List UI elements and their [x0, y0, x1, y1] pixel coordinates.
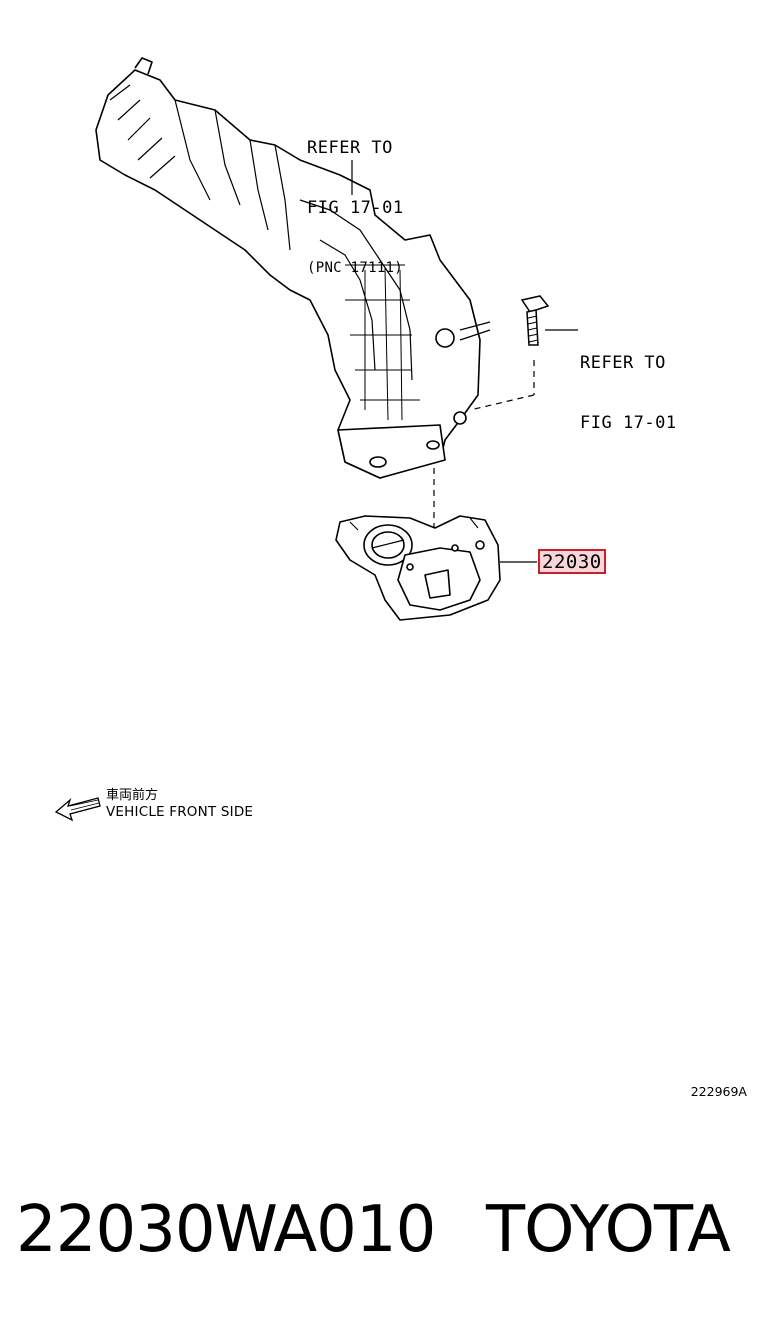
footer-part-number: 22030WA010: [16, 1193, 436, 1267]
refer-callout-pnc: (PNC 17111): [307, 260, 404, 276]
front-arrow-icon: [54, 797, 101, 822]
illustration-id: 222969A: [690, 1084, 747, 1099]
refer-callout-line1: REFER TO: [307, 138, 393, 158]
intake-manifold-drawing: [95, 57, 491, 479]
bolt-drawing: [520, 295, 550, 346]
throttle-body-drawing: [335, 515, 501, 621]
refer-callout-manifold: REFER TO FIG 17-01 (PNC 17111): [307, 98, 404, 298]
footer-brand: TOYOTA: [486, 1193, 731, 1267]
refer-callout-line2: FIG 17-01: [307, 198, 404, 218]
vehicle-front-english: VEHICLE FRONT SIDE: [106, 804, 254, 820]
refer-callout-bolt: REFER TO FIG 17-01: [580, 313, 677, 453]
vehicle-front-japanese: 車両前方: [106, 788, 159, 803]
refer-callout-bolt-line2: FIG 17-01: [580, 413, 677, 433]
part-number-label[interactable]: 22030: [538, 549, 606, 574]
refer-callout-bolt-line1: REFER TO: [580, 353, 666, 373]
dashed-alignment-lines: [433, 360, 535, 535]
